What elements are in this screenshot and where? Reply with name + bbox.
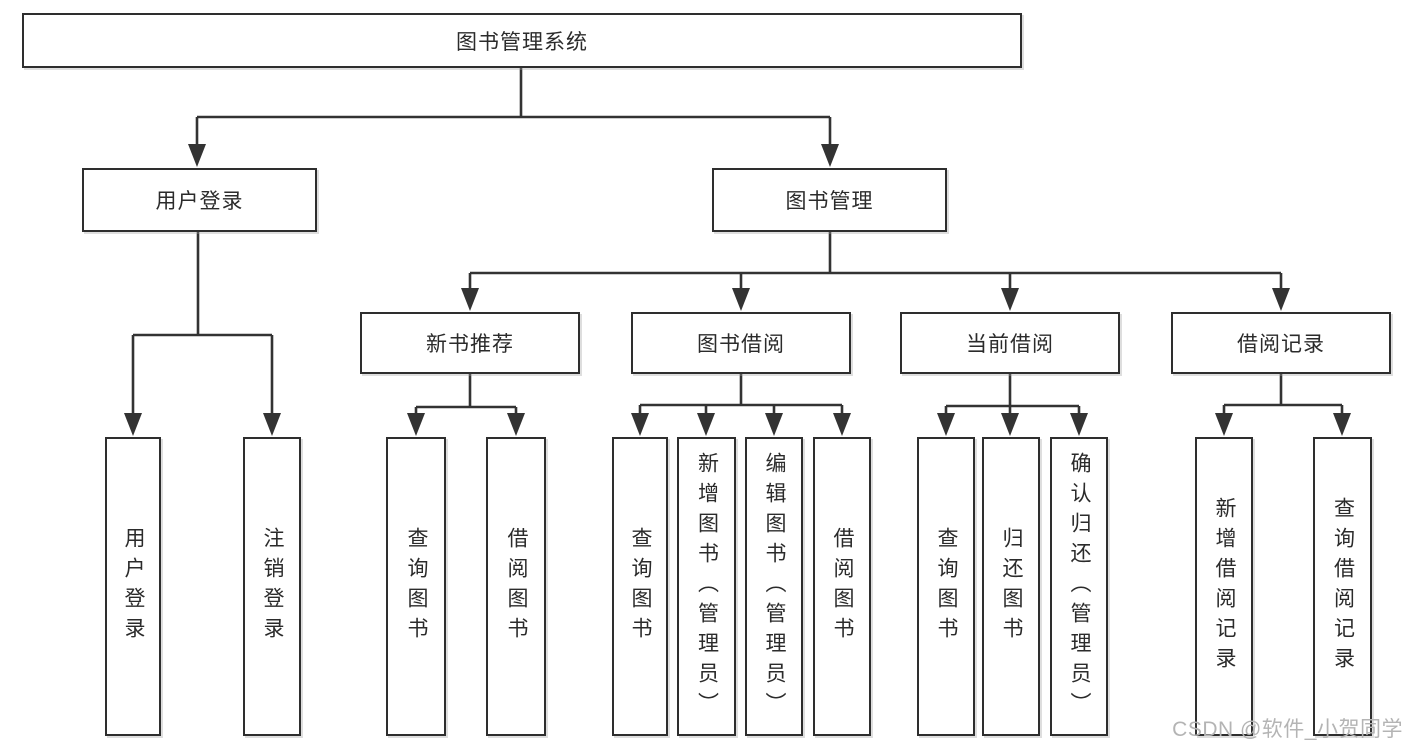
leaf-add-books-admin: 新增图书（管理员） xyxy=(677,437,736,736)
leaf-add-borrow-record: 新增借阅记录 xyxy=(1195,437,1253,736)
leaf-label: 查询图书 xyxy=(629,526,652,647)
leaf-confirm-return-admin: 确认归还（管理员） xyxy=(1050,437,1108,736)
leaf-label: 查询图书 xyxy=(935,526,958,647)
leaf-query-borrow-record: 查询借阅记录 xyxy=(1313,437,1372,736)
leaf-borrow-books: 借阅图书 xyxy=(813,437,871,736)
node-current-borrowing: 当前借阅 xyxy=(900,312,1120,374)
node-label: 图书借阅 xyxy=(697,333,785,356)
node-label: 当前借阅 xyxy=(966,333,1054,356)
node-user-login: 用户登录 xyxy=(82,168,317,232)
node-book-borrowing: 图书借阅 xyxy=(631,312,851,374)
node-label: 图书管理 xyxy=(785,190,874,213)
leaf-label: 借阅图书 xyxy=(505,526,528,647)
arrowheads xyxy=(124,144,1351,436)
node-library-management-system: 图书管理系统 xyxy=(22,13,1022,68)
node-label: 用户登录 xyxy=(155,190,244,213)
leaf-label: 编辑图书（管理员） xyxy=(763,451,786,722)
node-label: 借阅记录 xyxy=(1237,333,1325,356)
leaf-query-books-borrow: 查询图书 xyxy=(612,437,668,736)
leaf-borrow-books-recommend: 借阅图书 xyxy=(486,437,546,736)
leaf-edit-books-admin: 编辑图书（管理员） xyxy=(745,437,803,736)
leaf-user-login: 用户登录 xyxy=(105,437,161,736)
leaf-label: 确认归还（管理员） xyxy=(1068,451,1091,722)
leaf-label: 新增图书（管理员） xyxy=(695,451,719,722)
leaf-logout: 注销登录 xyxy=(243,437,301,736)
leaf-label: 查询借阅记录 xyxy=(1331,496,1355,677)
leaf-label: 归还图书 xyxy=(1000,526,1023,647)
node-label: 新书推荐 xyxy=(426,333,514,356)
leaf-label: 用户登录 xyxy=(122,526,145,647)
node-label: 图书管理系统 xyxy=(456,30,588,54)
node-borrowing-records: 借阅记录 xyxy=(1171,312,1391,374)
watermark: CSDN @软件_小贺同学 xyxy=(1172,718,1403,741)
leaf-label: 注销登录 xyxy=(261,526,284,647)
leaf-label: 借阅图书 xyxy=(831,526,854,647)
leaf-label: 查询图书 xyxy=(405,526,428,647)
leaf-query-books-current: 查询图书 xyxy=(917,437,975,736)
leaf-label: 新增借阅记录 xyxy=(1213,496,1236,677)
leaf-return-books: 归还图书 xyxy=(982,437,1040,736)
leaf-query-books-recommend: 查询图书 xyxy=(386,437,446,736)
node-new-book-recommendation: 新书推荐 xyxy=(360,312,580,374)
node-book-management: 图书管理 xyxy=(712,168,947,232)
